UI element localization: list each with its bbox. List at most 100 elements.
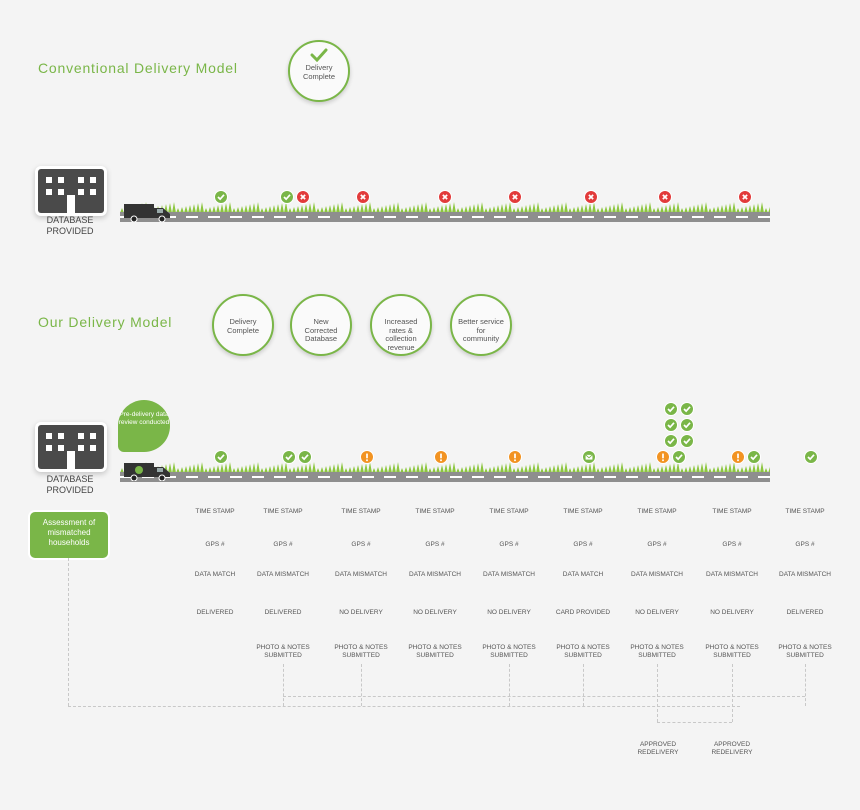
step-label: DATA MISMATCH	[335, 571, 387, 578]
gps-pin-icon	[799, 527, 811, 539]
step-label: GPS #	[351, 541, 371, 548]
no-status-icon	[738, 190, 752, 204]
process-step: TIME STAMP	[548, 494, 618, 516]
cloud-icon	[446, 129, 476, 141]
badge-label: Better service for community	[458, 317, 504, 343]
process-step: GPS #	[697, 527, 767, 549]
step-label: DELIVERED	[196, 609, 234, 616]
step-label: NO DELIVERY	[710, 609, 754, 616]
step-label: GPS #	[273, 541, 293, 548]
cloud-icon	[566, 388, 596, 400]
step-label: DATA MISMATCH	[409, 571, 461, 578]
conventional-title: Conventional Delivery Model	[38, 60, 238, 76]
clock-icon	[799, 494, 811, 506]
check-icon	[312, 302, 330, 316]
step-label: TIME STAMP	[712, 508, 752, 515]
ok-status-icon	[680, 434, 694, 448]
ok-status-icon	[804, 450, 818, 464]
step-label: GPS #	[647, 541, 667, 548]
step-label: TIME STAMP	[785, 508, 825, 515]
step-label: GPS #	[795, 541, 815, 548]
step-label: DELIVERED	[786, 609, 824, 616]
cloud-icon	[636, 129, 666, 141]
data-mismatch-icon	[277, 557, 289, 569]
process-step: TIME STAMP	[326, 494, 396, 516]
ok-status-icon	[680, 418, 694, 432]
ok-status-icon	[747, 450, 761, 464]
step-label: DATA MISMATCH	[257, 571, 309, 578]
our-stop-6	[560, 420, 620, 468]
camera-icon	[799, 630, 811, 642]
our-stop-2	[260, 420, 320, 468]
ok-status-icon	[680, 402, 694, 416]
redelivery-label: APPROVED REDELIVERY	[637, 741, 679, 756]
camera-icon	[577, 630, 589, 642]
delivery-van-icon	[124, 204, 170, 222]
cloud-icon	[276, 388, 306, 400]
connector-line	[283, 696, 805, 697]
process-step: DATA MISMATCH	[248, 557, 318, 579]
conventional-stop-7	[636, 160, 696, 208]
badge-1: Delivery Complete	[212, 294, 274, 356]
gps-pin-icon	[651, 527, 663, 539]
warn-status-icon	[731, 450, 745, 464]
cloud-icon	[512, 388, 542, 400]
process-step: GPS #	[180, 527, 250, 549]
clock-icon	[503, 494, 515, 506]
process-step: TIME STAMP	[770, 494, 840, 516]
card-icon	[577, 595, 589, 607]
no-status-icon	[438, 190, 452, 204]
step-label: DATA MATCH	[562, 571, 604, 578]
process-step: DATA MISMATCH	[770, 557, 840, 579]
data-mismatch-icon	[355, 557, 367, 569]
connector-line	[361, 664, 362, 706]
no-status-icon	[356, 190, 370, 204]
our-stop-1	[192, 420, 252, 468]
step-label: DATA MISMATCH	[706, 571, 758, 578]
process-step: TIME STAMP	[400, 494, 470, 516]
process-step: PHOTO & NOTES SUBMITTED	[474, 630, 544, 660]
step-label: GPS #	[573, 541, 593, 548]
process-step: TIME STAMP	[697, 494, 767, 516]
badge-2: New Corrected Database	[290, 294, 352, 356]
conventional-stop-3	[334, 160, 394, 208]
process-step: GPS #	[326, 527, 396, 549]
our-stop-7	[634, 420, 694, 468]
grass-strip	[120, 462, 770, 473]
data-mismatch-icon	[503, 557, 515, 569]
cloud-icon	[446, 388, 476, 400]
conventional-stop-4	[416, 160, 476, 208]
ok-status-icon	[664, 418, 678, 432]
database-label: DATABASE PROVIDED	[46, 215, 94, 236]
gps-pin-icon	[503, 527, 515, 539]
process-step: GPS #	[622, 527, 692, 549]
connector-line	[68, 558, 69, 706]
cloud-icon	[636, 388, 666, 400]
gps-pin-icon	[277, 527, 289, 539]
conventional-stop-1	[192, 160, 252, 208]
database-label: DATABASE PROVIDED	[46, 474, 94, 495]
ok-status-icon	[280, 190, 294, 204]
connector-line	[283, 664, 284, 706]
clock-icon	[209, 494, 221, 506]
step-label: NO DELIVERY	[413, 609, 457, 616]
camera-icon	[503, 630, 515, 642]
step-label: TIME STAMP	[637, 508, 677, 515]
process-step: GPS #	[474, 527, 544, 549]
step-label: GPS #	[425, 541, 445, 548]
process-step: DATA MATCH	[180, 557, 250, 579]
connector-line	[509, 664, 510, 706]
process-step: GPS #	[770, 527, 840, 549]
badge-label: New Corrected Database	[304, 317, 338, 343]
ok-status-icon	[664, 402, 678, 416]
step-label: PHOTO & NOTES SUBMITTED	[778, 644, 832, 659]
no-status-icon	[508, 190, 522, 204]
process-step: TIME STAMP	[180, 494, 250, 516]
cloud-icon	[726, 388, 756, 400]
step-label: DATA MATCH	[194, 571, 236, 578]
process-step: NO DELIVERY	[697, 595, 767, 617]
step-label: PHOTO & NOTES SUBMITTED	[408, 644, 462, 659]
no-delivery-icon	[429, 595, 441, 607]
no-status-icon	[658, 190, 672, 204]
approved-redelivery-2: APPROVED REDELIVERY	[702, 727, 762, 757]
